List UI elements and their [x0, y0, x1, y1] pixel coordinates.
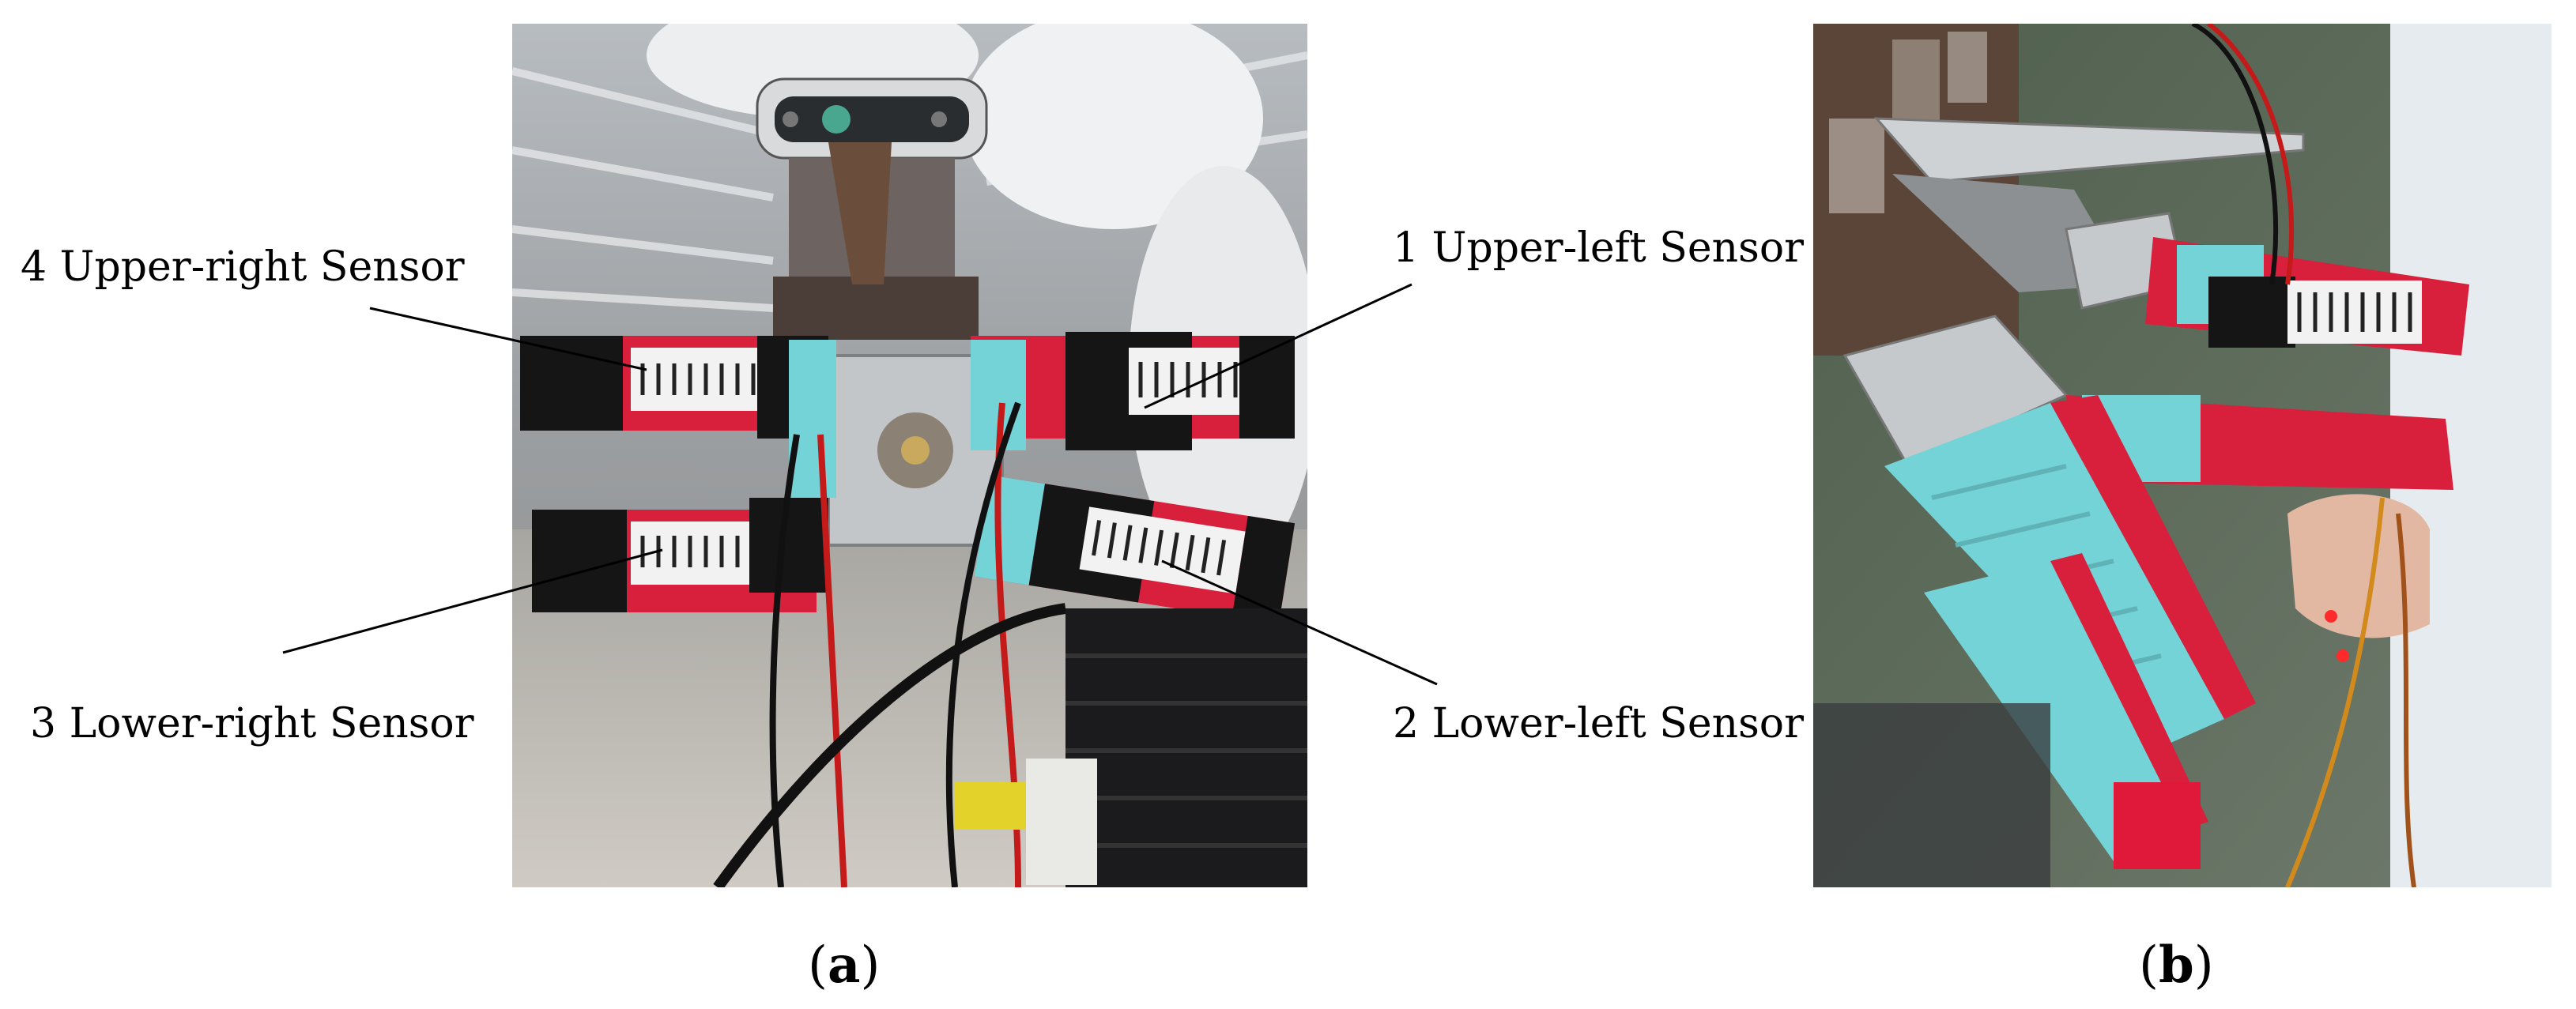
- caption-b-letter: b: [2158, 936, 2194, 995]
- label-lower-right-sensor: 3 Lower-right Sensor: [30, 700, 474, 747]
- label-upper-left-sensor: 1 Upper-left Sensor: [1393, 224, 1805, 272]
- photo-a-illustration: [512, 24, 1307, 887]
- label-upper-right-sensor: 4 Upper-right Sensor: [21, 243, 465, 291]
- caption-a-letter: a: [827, 936, 861, 995]
- photo-b-gripper-holding-scissors: [1813, 24, 2551, 887]
- caption-a: (a): [808, 936, 881, 995]
- photo-b-illustration: [1813, 24, 2551, 887]
- photo-a-robot-gripper-four-sensors: [512, 24, 1307, 887]
- caption-b: (b): [2139, 936, 2214, 995]
- label-lower-left-sensor: 2 Lower-left Sensor: [1393, 700, 1804, 747]
